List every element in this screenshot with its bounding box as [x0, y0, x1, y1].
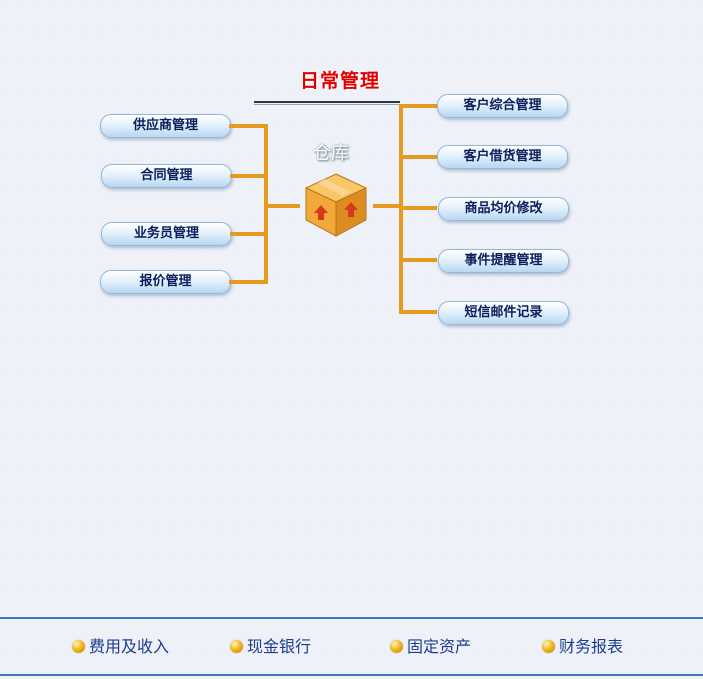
footer-link-label: 财务报表: [559, 637, 624, 656]
menu-quote-management[interactable]: 报价管理: [100, 270, 231, 294]
connector-line: [399, 104, 437, 108]
orange-dot-icon: [390, 640, 403, 653]
warehouse-label: 仓库: [313, 143, 349, 164]
connector-line: [229, 124, 267, 128]
connector-line: [399, 310, 437, 314]
orange-dot-icon: [230, 640, 243, 653]
connector-line: [229, 280, 267, 284]
warehouse-box-icon[interactable]: [303, 170, 369, 238]
connector-line: [373, 204, 401, 208]
connector-line: [399, 258, 437, 262]
connector-line: [399, 155, 437, 159]
footer-link-financial-reports[interactable]: 财务报表: [542, 637, 623, 657]
footer-link-label: 现金银行: [247, 637, 312, 656]
connector-line: [230, 232, 267, 236]
menu-average-price-edit[interactable]: 商品均价修改: [438, 197, 569, 221]
title-underline: [254, 101, 400, 105]
footer-link-label: 固定资产: [407, 637, 472, 656]
menu-customer-management[interactable]: 客户综合管理: [437, 94, 568, 118]
menu-customer-loan-management[interactable]: 客户借货管理: [437, 145, 568, 169]
menu-supplier-management[interactable]: 供应商管理: [100, 114, 231, 138]
footer-link-label: 费用及收入: [89, 637, 170, 656]
orange-dot-icon: [72, 640, 85, 653]
menu-sms-email-log[interactable]: 短信邮件记录: [438, 301, 569, 325]
connector-line: [399, 206, 437, 210]
orange-dot-icon: [542, 640, 555, 653]
menu-salesperson-management[interactable]: 业务员管理: [101, 222, 232, 246]
footer-link-cash-bank[interactable]: 现金银行: [230, 637, 311, 657]
footer-link-fixed-assets[interactable]: 固定资产: [390, 637, 471, 657]
connector-line: [230, 174, 267, 178]
footer-nav: 费用及收入 现金银行 固定资产 财务报表: [0, 617, 703, 676]
connector-line: [264, 204, 300, 208]
page-title: 日常管理: [300, 70, 381, 92]
menu-event-reminder-management[interactable]: 事件提醒管理: [438, 249, 569, 273]
menu-contract-management[interactable]: 合同管理: [101, 164, 232, 188]
footer-link-expenses-income[interactable]: 费用及收入: [72, 637, 169, 657]
